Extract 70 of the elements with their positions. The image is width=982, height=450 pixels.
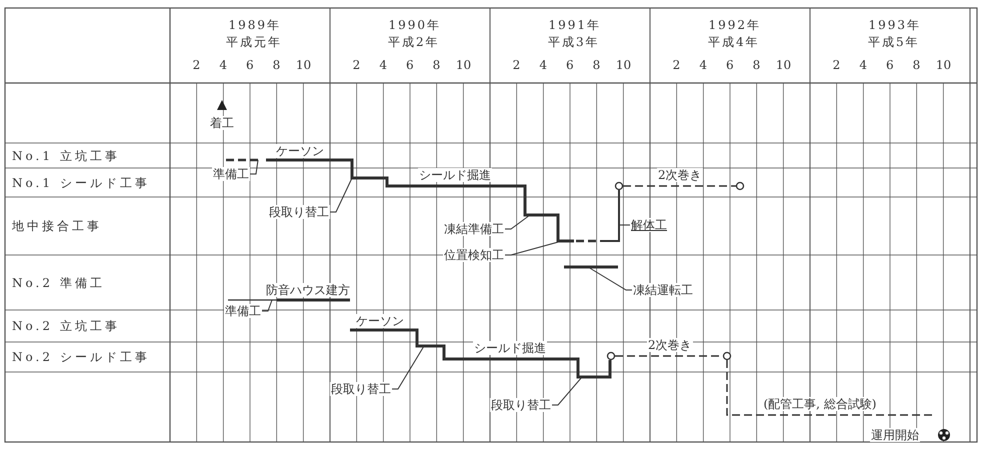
- month-number: 8: [272, 58, 280, 72]
- month-number: 4: [539, 58, 547, 72]
- row-heading: 地中接合工事: [12, 219, 102, 233]
- month-number: 2: [192, 58, 200, 72]
- leader-text: 段取り替工: [490, 398, 552, 412]
- year-heading: 1991年: [548, 18, 602, 32]
- leader-line: [392, 346, 424, 390]
- leader-line: [618, 224, 630, 226]
- month-number: 6: [566, 58, 574, 72]
- milestone-label: 着工: [209, 116, 235, 130]
- month-number: 4: [859, 58, 867, 72]
- year-heading: 平成3年: [548, 35, 600, 49]
- year-heading: 平成元年: [226, 35, 282, 49]
- leader-text: 凍結運転工: [632, 283, 694, 297]
- month-number: 8: [912, 58, 920, 72]
- month-number: 10: [616, 58, 632, 72]
- bar-label: (配管工事, 総合試験): [762, 397, 878, 411]
- month-number: 10: [296, 58, 312, 72]
- month-number: 10: [456, 58, 472, 72]
- leader-line: [250, 160, 258, 174]
- month-number: 4: [219, 58, 227, 72]
- leader-line: [504, 214, 530, 230]
- month-number: 10: [776, 58, 792, 72]
- milestone-label: 運用開始: [870, 428, 920, 442]
- year-heading: 1990年: [388, 18, 442, 32]
- year-heading: 平成5年: [868, 35, 920, 49]
- schedule-bar: [266, 158, 620, 242]
- month-number: 6: [246, 58, 254, 72]
- row-heading: No.2 立坑工事: [12, 319, 120, 333]
- year-heading: 1993年: [868, 18, 922, 32]
- month-number: 4: [699, 58, 707, 72]
- leader-line: [262, 300, 272, 312]
- leader-text: 位置検知工: [443, 248, 505, 262]
- bar-label: シールド掘進: [418, 168, 492, 182]
- schedule-bar: [228, 298, 350, 302]
- row-heading: No.1 立坑工事: [12, 148, 120, 162]
- bar-label: シールド掘進: [473, 341, 547, 355]
- leader-line: [330, 178, 352, 212]
- row-heading: No.2 シールド工事: [12, 350, 150, 364]
- bar-label: 2次巻き: [657, 168, 703, 182]
- row-heading: No.1 シールド工事: [12, 176, 150, 190]
- bar-label: ケーソン: [355, 314, 405, 328]
- month-number: 6: [886, 58, 894, 72]
- year-heading: 平成4年: [708, 35, 760, 49]
- bar-label: ケーソン: [275, 144, 325, 158]
- month-number: 2: [832, 58, 840, 72]
- leader-line: [552, 376, 582, 406]
- leader-text: 段取り替工: [330, 382, 392, 396]
- month-number: 6: [406, 58, 414, 72]
- row-heading: No.2 準備工: [12, 276, 105, 290]
- leader-text: 準備工: [212, 167, 250, 181]
- leader-text: 準備工: [224, 304, 262, 318]
- year-heading: 1989年: [228, 18, 282, 32]
- leader-line: [588, 266, 632, 290]
- month-number: 6: [726, 58, 734, 72]
- schedule-bar: [350, 328, 612, 378]
- month-number: 4: [379, 58, 387, 72]
- month-number: 2: [512, 58, 520, 72]
- month-number: 8: [432, 58, 440, 72]
- bar-label: 防音ハウス建方: [265, 283, 351, 297]
- schedule-bar: [564, 266, 618, 268]
- month-number: 8: [592, 58, 600, 72]
- year-heading: 平成2年: [388, 35, 440, 49]
- month-number: 8: [752, 58, 760, 72]
- month-number: 2: [352, 58, 360, 72]
- bar-label: 2次巻き: [647, 338, 693, 352]
- month-number: 2: [672, 58, 680, 72]
- leader-text: 解体工: [630, 218, 668, 232]
- year-heading: 1992年: [708, 18, 762, 32]
- month-number: 10: [936, 58, 952, 72]
